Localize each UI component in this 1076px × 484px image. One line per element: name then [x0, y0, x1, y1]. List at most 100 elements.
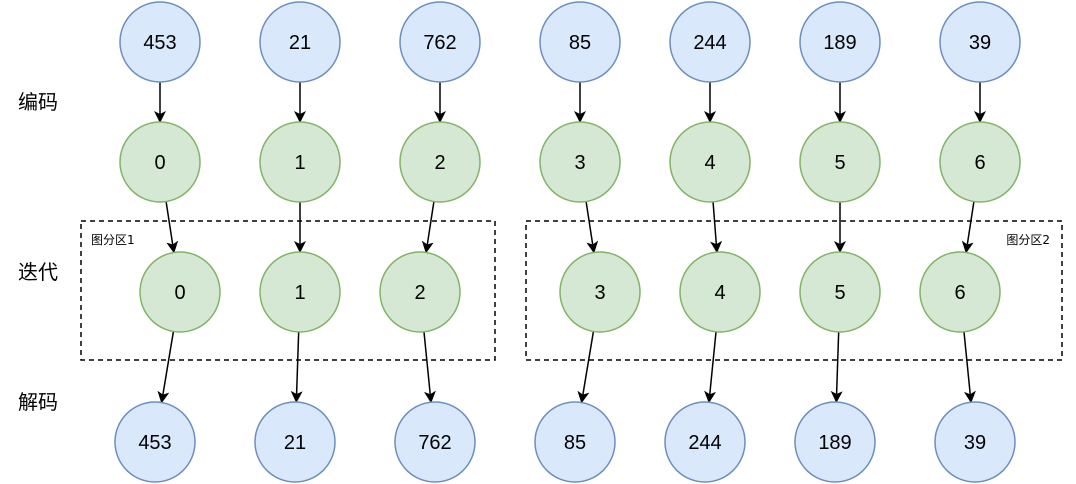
- original-node: 244: [669, 1, 751, 83]
- decoded-node: 189: [794, 401, 876, 483]
- decoded-node: 762: [394, 401, 476, 483]
- encoded-node-label: 3: [574, 152, 585, 174]
- encoded-node: 6: [939, 121, 1021, 203]
- partition-box-1: [80, 220, 496, 361]
- row-label-decode: 解码: [18, 390, 58, 414]
- mapping-arrow: [585, 201, 599, 254]
- iterated-node-label: 1: [294, 282, 305, 304]
- decoded-node-circle: [114, 401, 196, 483]
- iterated-node-circle: [259, 251, 341, 333]
- original-node: 21: [259, 1, 341, 83]
- encoded-node-circle: [119, 121, 201, 203]
- row-label-iterate: 迭代: [18, 260, 58, 284]
- iterated-node-circle: [799, 251, 881, 333]
- iterated-node-label: 0: [174, 282, 185, 304]
- mapping-arrow: [157, 331, 175, 404]
- original-node: 85: [539, 1, 621, 83]
- decoded-node-circle: [664, 401, 746, 483]
- original-node-label: 244: [693, 32, 726, 54]
- decoded-node-label: 39: [964, 432, 986, 454]
- mapping-arrow: [290, 331, 303, 404]
- iterated-node: 6: [919, 251, 1001, 333]
- iterated-node: 4: [679, 251, 761, 333]
- decoded-node: 39: [934, 401, 1016, 483]
- decoded-node: 85: [534, 401, 616, 483]
- original-node-label: 21: [289, 32, 311, 54]
- iterated-node: 1: [259, 251, 341, 333]
- decoded-node-circle: [934, 401, 1016, 483]
- iterated-node-circle: [679, 251, 761, 333]
- decoded-node-circle: [254, 401, 336, 483]
- encoded-node-circle: [799, 121, 881, 203]
- decoded-node-label: 453: [138, 432, 171, 454]
- iterated-node: 0: [139, 251, 221, 333]
- iterated-node-circle: [139, 251, 221, 333]
- row-label-encode: 编码: [18, 90, 58, 114]
- original-node-circle: [399, 1, 481, 83]
- decoded-node-circle: [794, 401, 876, 483]
- decoded-node-circle: [394, 401, 476, 483]
- encoded-node: 0: [119, 121, 201, 203]
- encoded-node: 5: [799, 121, 881, 203]
- original-node-label: 189: [823, 32, 856, 54]
- original-node: 39: [939, 1, 1021, 83]
- encoded-node-label: 2: [434, 152, 445, 174]
- iterated-node-label: 6: [954, 282, 965, 304]
- original-node: 762: [399, 1, 481, 83]
- decoded-node-label: 85: [564, 432, 586, 454]
- mapping-arrow: [830, 331, 843, 404]
- encoded-node-label: 4: [704, 152, 715, 174]
- iterated-node-label: 3: [594, 282, 605, 304]
- encoded-node: 1: [259, 121, 341, 203]
- mapping-arrow: [577, 331, 595, 404]
- mapping-arrow: [704, 331, 717, 404]
- iterated-node-circle: [559, 251, 641, 333]
- decoded-node-label: 762: [418, 432, 451, 454]
- encoded-node-circle: [259, 121, 341, 203]
- encoded-node-circle: [669, 121, 751, 203]
- original-node-circle: [669, 1, 751, 83]
- iterated-node-circle: [919, 251, 1001, 333]
- encoded-node: 2: [399, 121, 481, 203]
- iterated-node: 5: [799, 251, 881, 333]
- original-node-circle: [539, 1, 621, 83]
- partition-box-2: [525, 220, 1063, 361]
- iterated-node-label: 5: [834, 282, 845, 304]
- original-node-label: 85: [569, 32, 591, 54]
- encoded-node: 4: [669, 121, 751, 203]
- original-node-circle: [119, 1, 201, 83]
- encoded-node-label: 5: [834, 152, 845, 174]
- decoded-node-label: 244: [688, 432, 721, 454]
- iterated-node: 3: [559, 251, 641, 333]
- original-node-label: 453: [143, 32, 176, 54]
- original-node-label: 39: [969, 32, 991, 54]
- original-node-circle: [799, 1, 881, 83]
- iterated-node: 2: [379, 251, 461, 333]
- encoded-node-circle: [399, 121, 481, 203]
- decoded-node-label: 189: [818, 432, 851, 454]
- mapping-arrow: [961, 201, 975, 254]
- encoded-node: 3: [539, 121, 621, 203]
- decoded-node-label: 21: [284, 432, 306, 454]
- iterated-node-label: 4: [714, 282, 725, 304]
- partition-label-1: 图分区1: [91, 233, 135, 247]
- encoded-node-circle: [539, 121, 621, 203]
- original-node: 453: [119, 1, 201, 83]
- original-node: 189: [799, 1, 881, 83]
- mapping-arrow: [423, 331, 436, 404]
- decoded-node: 453: [114, 401, 196, 483]
- mapping-arrow: [710, 201, 723, 254]
- original-node-label: 762: [423, 32, 456, 54]
- decoded-node: 21: [254, 401, 336, 483]
- encoded-node-label: 0: [154, 152, 165, 174]
- original-node-circle: [939, 1, 1021, 83]
- mapping-arrow: [963, 331, 976, 404]
- edges-layer: [154, 82, 986, 404]
- iterated-node-circle: [379, 251, 461, 333]
- encoded-node-label: 6: [974, 152, 985, 174]
- encoded-node-label: 1: [294, 152, 305, 174]
- partition-label-2: 图分区2: [1006, 233, 1050, 247]
- original-node-circle: [259, 1, 341, 83]
- mapping-arrow: [165, 201, 179, 254]
